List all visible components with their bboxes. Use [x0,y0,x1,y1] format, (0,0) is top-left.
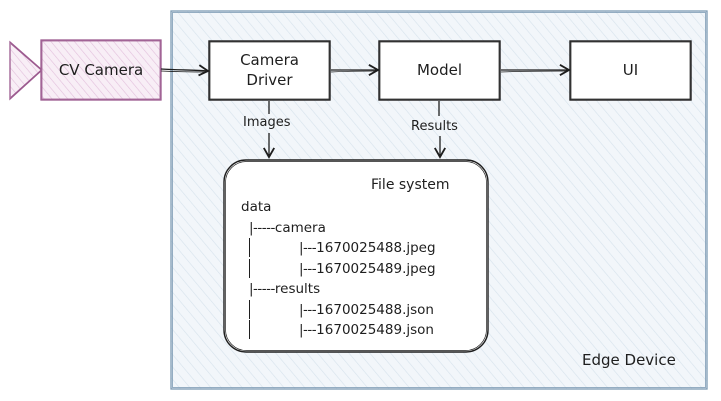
tree-pipe [249,299,250,319]
tree-root: data [241,197,436,218]
edge-device-label: Edge Device [582,351,676,369]
tree-pipe [249,258,250,278]
edge-label-images: Images [243,115,291,130]
arrow-driver-to-model [330,64,380,76]
edge-label-results: Results [411,119,458,134]
tree-root-label: data [241,199,272,215]
file-system-title: File system [371,177,450,193]
cv-camera-label: CV Camera [58,61,144,79]
tree-row-folder-results: |-----results [241,279,436,300]
tree-file-1670025489-jpeg: 1670025489.jpeg [316,260,436,277]
file-tree: data |-----camera |---1670025488.jpeg |-… [241,197,436,341]
tree-file-1670025488-jpeg: 1670025488.jpeg [316,240,436,256]
tree-file-1670025488-json: 1670025488.json [316,301,434,318]
tree-row-file: |---1670025488.jpeg [241,238,436,259]
tree-branch: |--- [299,240,317,256]
tree-folder-results: results [274,281,321,297]
tree-folder-camera: camera [274,219,326,236]
arrow-model-to-ui [500,64,571,76]
tree-row-folder-camera: |-----camera [241,218,436,239]
tree-branch: |----- [249,219,275,236]
tree-row-file: |---1670025489.json [241,320,436,341]
tree-branch: |--- [299,301,317,318]
arrow-camera-to-driver [160,64,210,77]
tree-branch: |--- [299,322,317,338]
tree-pipe [249,320,250,339]
camera-driver-label-line2: Driver [246,71,293,89]
tree-branch: |--- [299,260,317,277]
camera-lens-triangle-icon [9,40,43,101]
tree-branch: |----- [249,281,275,297]
cv-camera-box [40,39,162,101]
tree-file-1670025489-json: 1670025489.json [316,322,434,338]
tree-row-file: |---1670025488.json [241,299,436,321]
ui-label: UI [622,61,639,79]
tree-row-file: |---1670025489.jpeg [241,258,436,280]
camera-driver-label-line1: Camera [240,51,299,69]
file-system-box [223,159,489,353]
tree-pipe [249,238,250,257]
model-label: Model [416,61,463,79]
arrow-model-to-file-system [434,101,446,159]
